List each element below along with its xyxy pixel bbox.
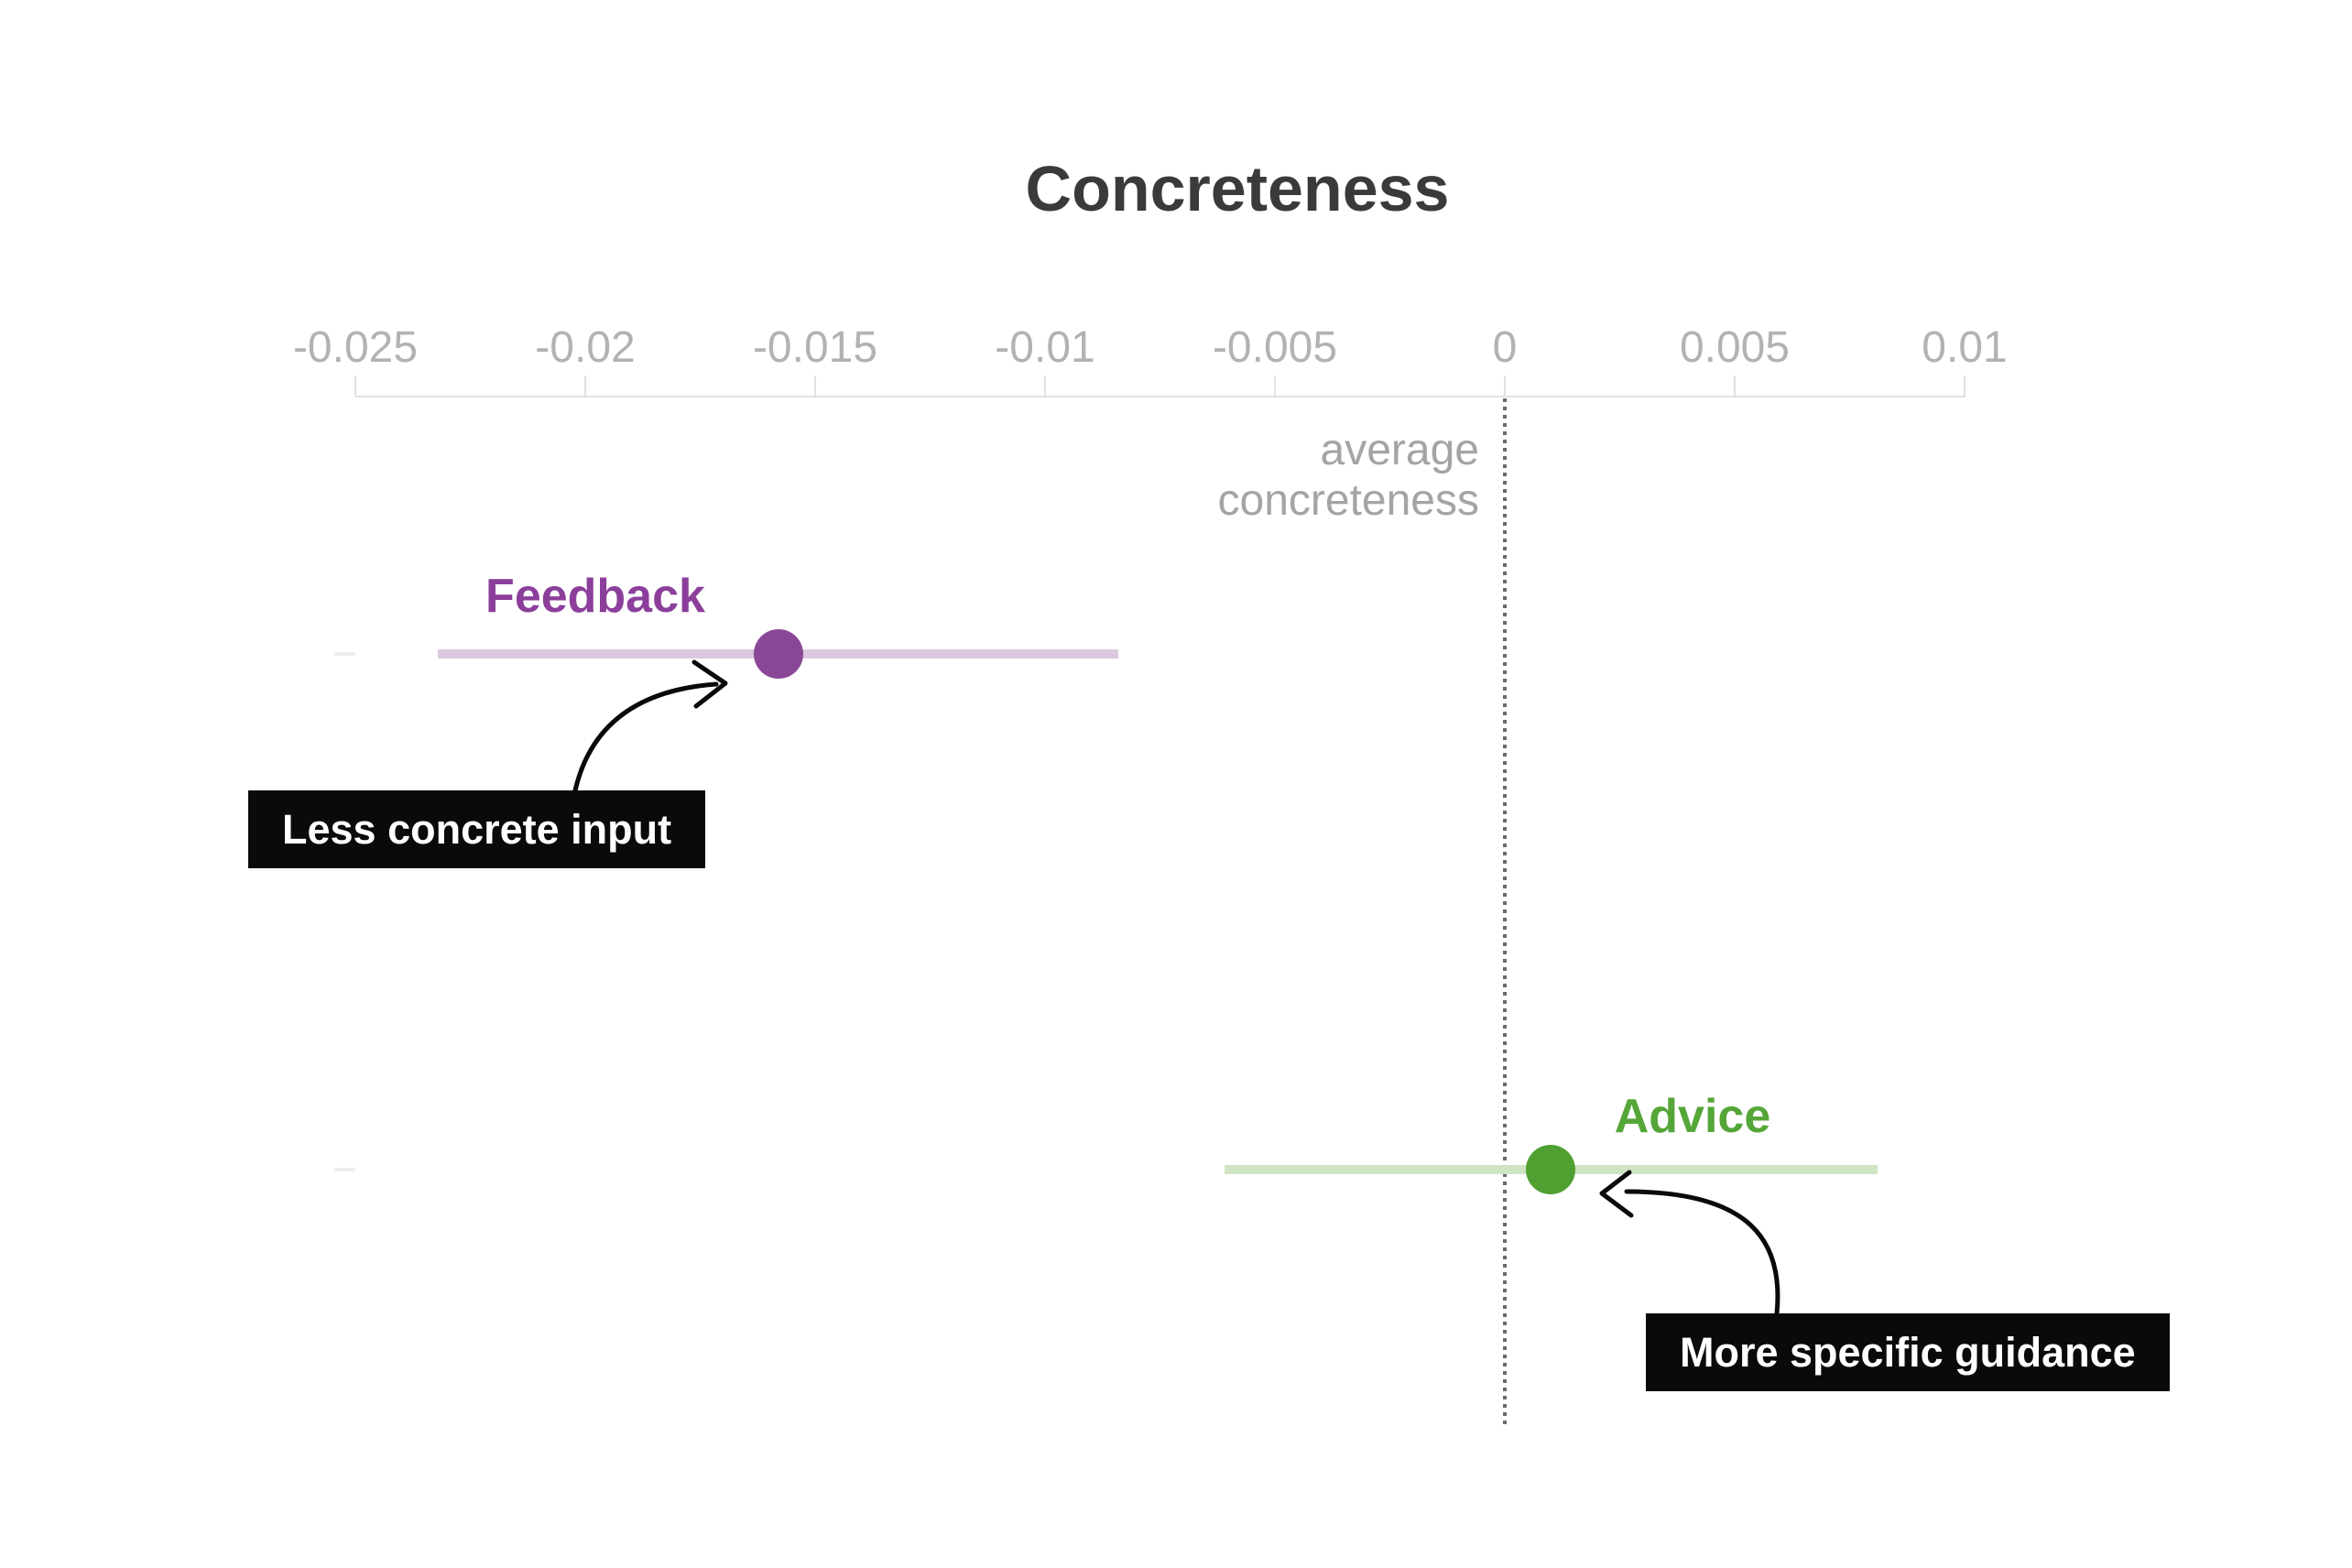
x-axis-tick-mark — [814, 376, 816, 396]
arrow-to-feedback-point — [572, 681, 719, 793]
zero-reference-label: average concreteness — [1218, 425, 1480, 526]
x-axis-tick-label: -0.005 — [1212, 323, 1338, 372]
advice-series-label: Advice — [1614, 1090, 1771, 1143]
advice-point — [1526, 1145, 1576, 1194]
x-axis-tick-label: -0.015 — [752, 323, 878, 372]
arrowhead-to-feedback-point — [691, 659, 728, 709]
x-axis-tick-mark — [1504, 376, 1506, 396]
x-axis-tick-mark — [1274, 376, 1276, 396]
y-axis-tick-advice — [334, 1168, 355, 1171]
x-axis-tick-mark — [584, 376, 586, 396]
chart-title: Concreteness — [1025, 153, 1450, 224]
feedback-series-label: Feedback — [485, 570, 705, 623]
callout-less-concrete-input: Less concrete input — [248, 790, 706, 868]
arrowhead-to-advice-point — [1599, 1170, 1634, 1218]
zero-reference-label-line2: concreteness — [1217, 476, 1480, 525]
x-axis-tick-mark — [1044, 376, 1046, 396]
x-axis-tick-label: -0.02 — [535, 323, 636, 372]
arrow-to-advice-point — [1624, 1189, 1780, 1316]
zero-reference-label-line1: average — [1320, 426, 1479, 474]
x-axis-tick-mark — [354, 376, 356, 396]
y-axis-tick-feedback — [334, 652, 355, 656]
callout-more-specific-guidance: More specific guidance — [1646, 1313, 2170, 1391]
x-axis-tick-label: 0.005 — [1679, 323, 1791, 372]
x-axis-tick-label: 0 — [1492, 323, 1518, 372]
x-axis-tick-label: 0.01 — [1922, 323, 2008, 372]
x-axis-tick-mark — [1964, 376, 1965, 396]
feedback-point — [753, 629, 803, 679]
x-axis-line — [355, 396, 1965, 397]
x-axis-tick-label: -0.025 — [292, 323, 419, 372]
zero-reference-line — [1503, 398, 1507, 1426]
x-axis-tick-mark — [1734, 376, 1736, 396]
x-axis-tick-label: -0.01 — [995, 323, 1095, 372]
